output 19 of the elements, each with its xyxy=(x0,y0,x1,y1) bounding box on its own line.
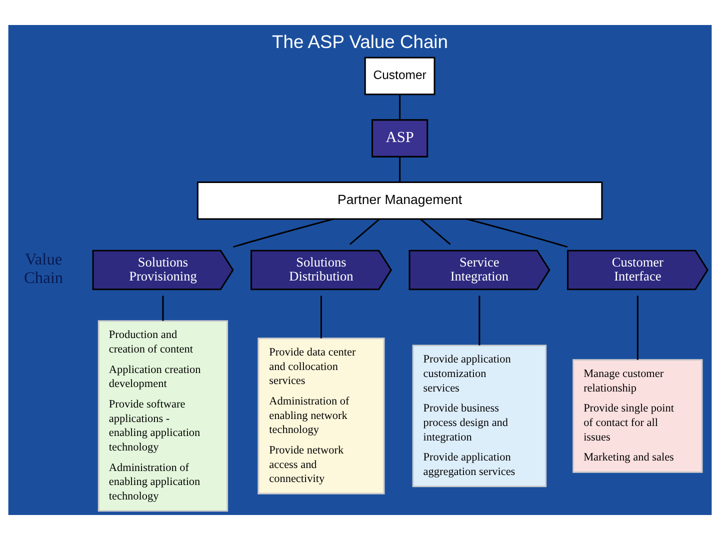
label: Value Chain xyxy=(24,250,64,288)
connector xyxy=(399,94,401,120)
node-box: Provide data center and collocation services Administration of enabling network technology Provide network access and connectivity xyxy=(258,338,385,494)
connector xyxy=(420,218,451,245)
connector xyxy=(466,218,568,248)
node-box: Provide application customization services Provide business process design and integration Provide application aggregation services xyxy=(412,344,547,488)
node-box: ASP xyxy=(371,119,428,158)
connector xyxy=(399,156,401,182)
node-box: Customer xyxy=(364,56,436,96)
node-box: Partner Management xyxy=(196,181,603,220)
diagram-title: The ASP Value Chain xyxy=(272,30,448,52)
node-box: Production and creation of content Application creation development Provide software applications - enabling application technology Administration of enabling application technology xyxy=(98,320,228,512)
connector xyxy=(636,296,638,360)
connector xyxy=(233,218,334,248)
node-box: Manage customer relationship Provide single point of contact for all issues Marketing and sales xyxy=(572,359,703,473)
connector xyxy=(478,296,480,346)
connector xyxy=(320,296,322,338)
connector xyxy=(162,296,164,321)
connector xyxy=(350,218,380,245)
